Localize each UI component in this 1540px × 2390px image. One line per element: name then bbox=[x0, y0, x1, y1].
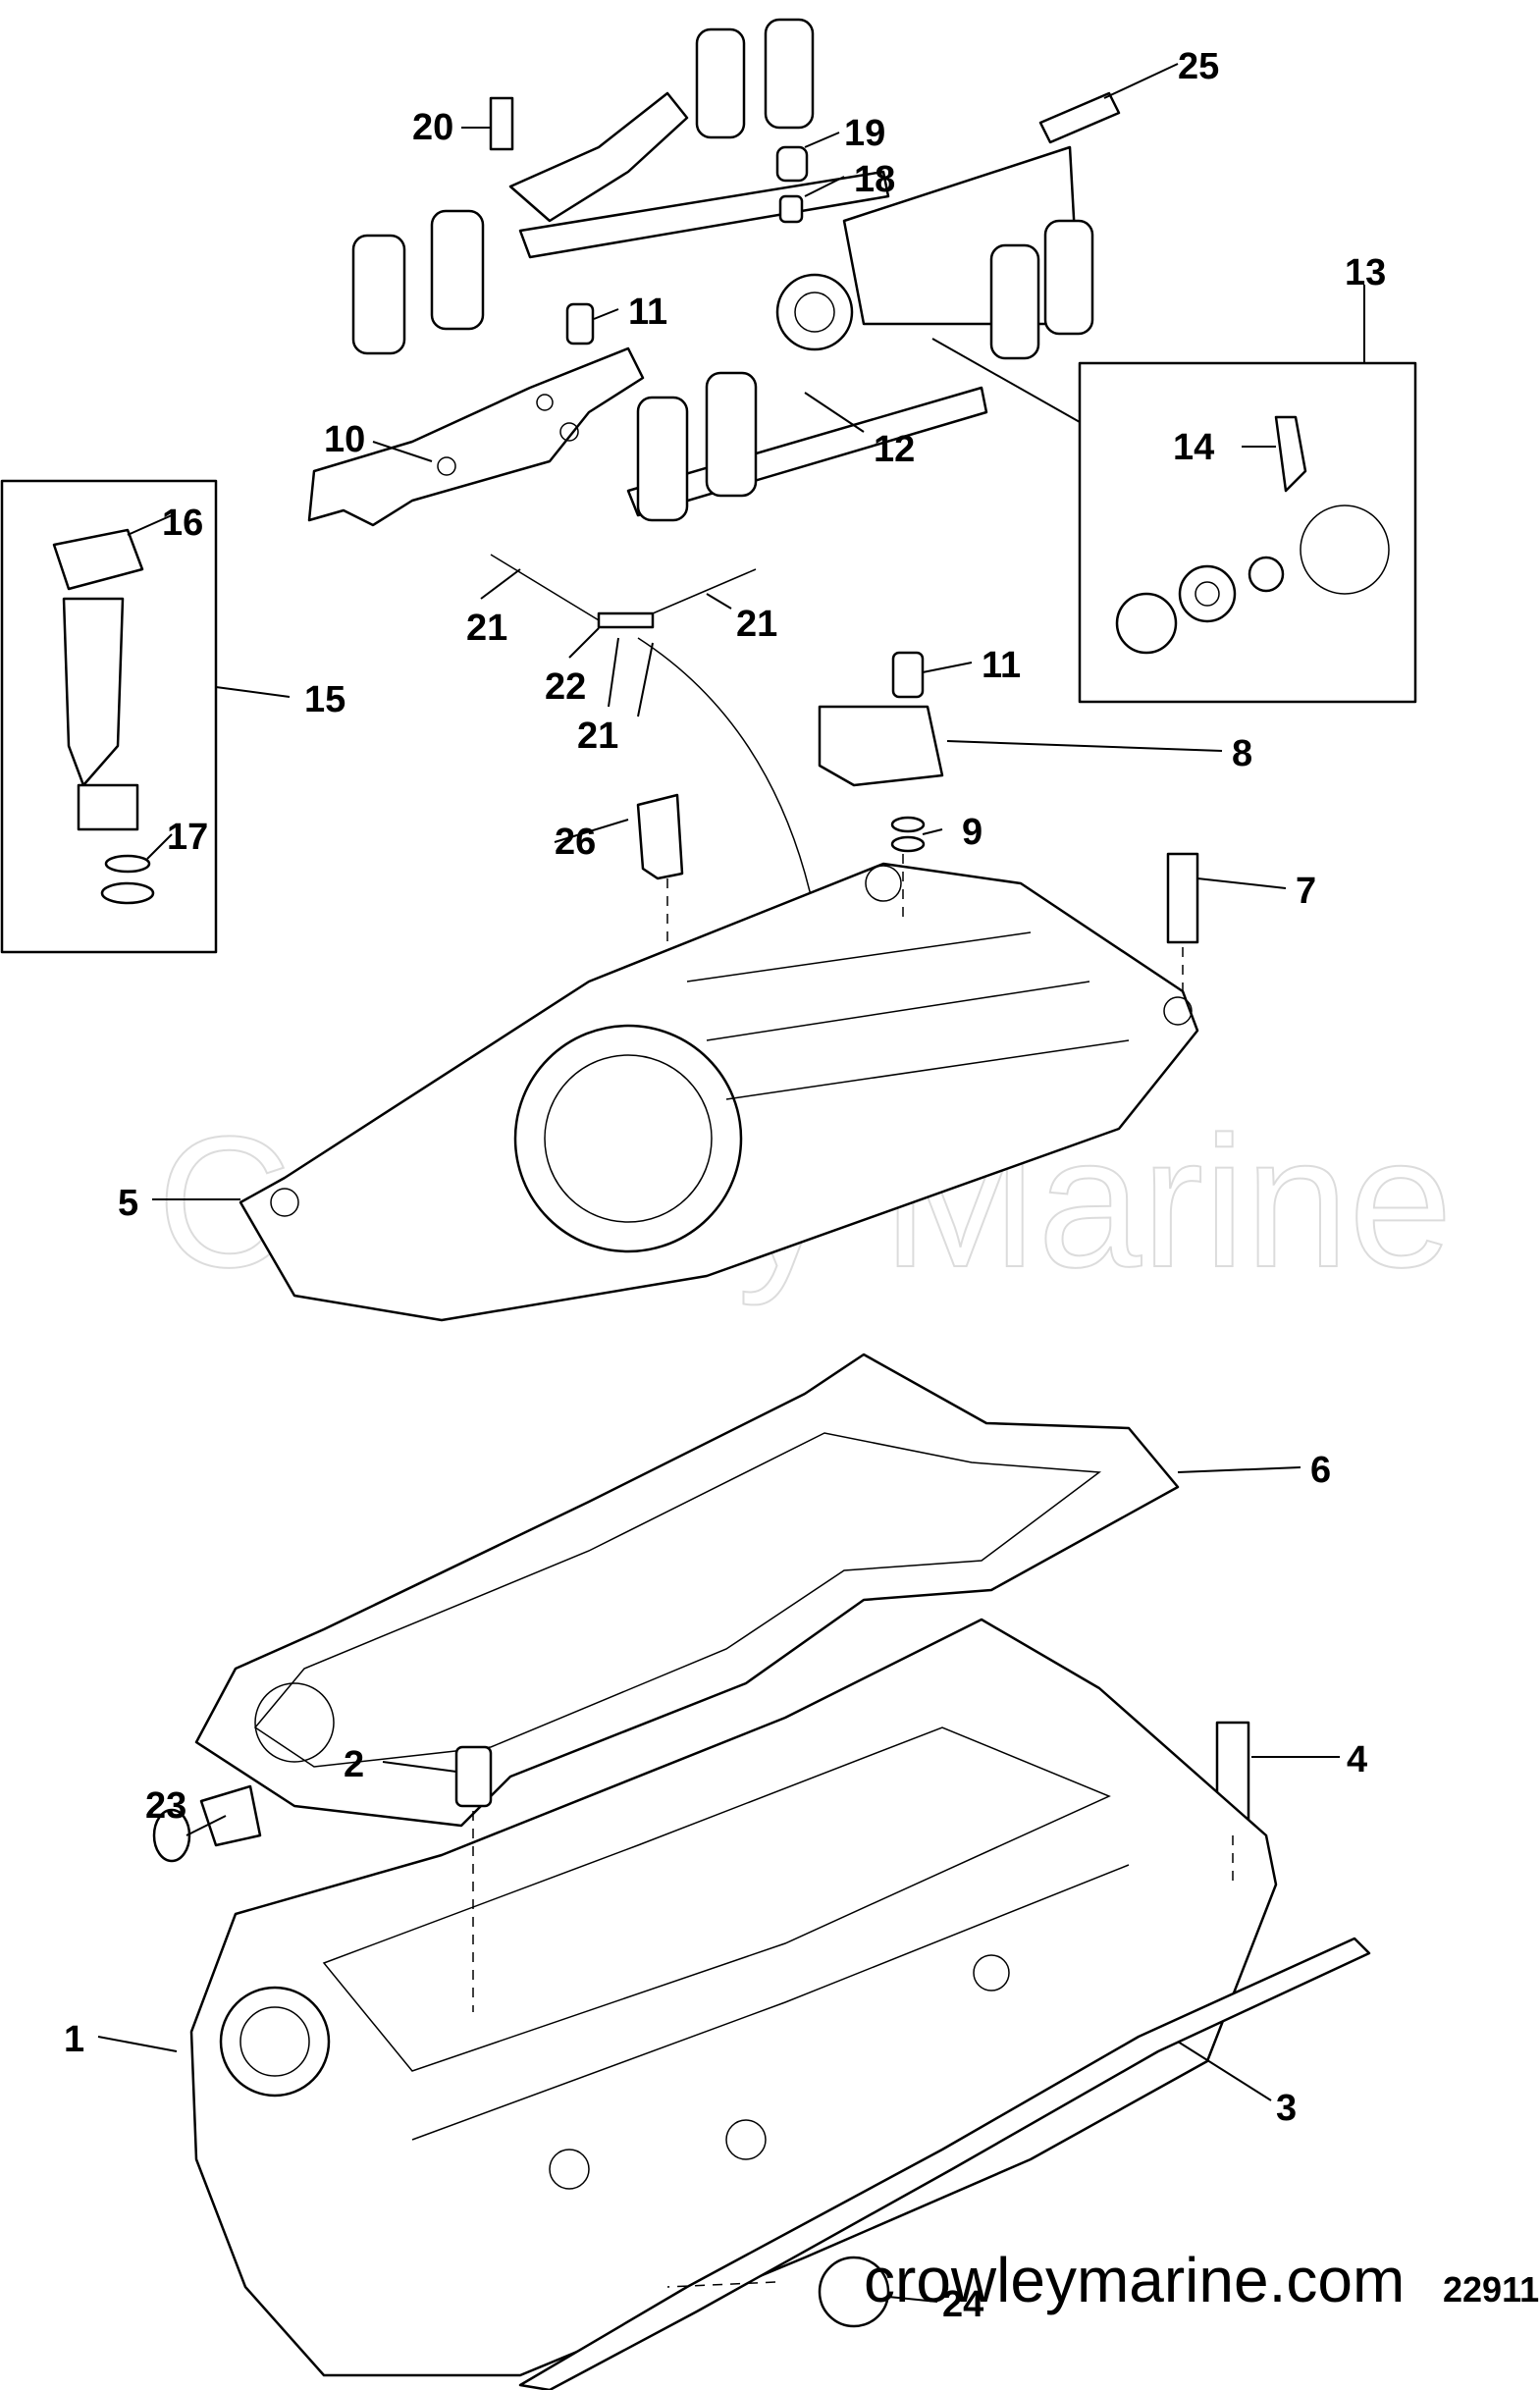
callout-25: 25 bbox=[1178, 46, 1219, 87]
lower-gasket-3[interactable] bbox=[518, 1937, 1371, 2390]
fitting-23[interactable] bbox=[199, 1784, 262, 1847]
callout-3: 3 bbox=[1276, 2088, 1297, 2129]
callout-4: 4 bbox=[1347, 1739, 1367, 1780]
fuel-injector-inset bbox=[0, 479, 218, 954]
fuel-rail-bracket[interactable] bbox=[307, 346, 645, 527]
callout-11-sensor: 11 bbox=[982, 645, 1021, 686]
callout-2: 2 bbox=[344, 1744, 364, 1785]
callout-6: 6 bbox=[1310, 1450, 1331, 1491]
o-ring-9a[interactable] bbox=[890, 816, 926, 833]
callout-8: 8 bbox=[1232, 733, 1252, 774]
leader-lines bbox=[97, 63, 1365, 2303]
callout-21-long: 21 bbox=[577, 716, 618, 757]
cap-19[interactable] bbox=[775, 145, 809, 183]
plug-23[interactable] bbox=[152, 1808, 191, 1863]
fuel-rail-assembly[interactable] bbox=[351, 18, 1094, 522]
vacuum-hose-right[interactable] bbox=[652, 568, 757, 614]
callout-10: 10 bbox=[324, 419, 365, 460]
callout-1: 1 bbox=[64, 2019, 84, 2060]
pressure-regulator-inset bbox=[1078, 361, 1417, 704]
callout-5: 5 bbox=[118, 1183, 138, 1224]
callout-11-top: 11 bbox=[628, 292, 667, 333]
callout-23: 23 bbox=[145, 1785, 186, 1827]
map-sensor-8[interactable] bbox=[818, 705, 944, 787]
lower-intake-manifold[interactable] bbox=[189, 1618, 1278, 2377]
callout-26: 26 bbox=[555, 822, 596, 863]
callout-24: 24 bbox=[942, 2284, 983, 2325]
figure-id: 22911 bbox=[1443, 2269, 1539, 2310]
callout-12: 12 bbox=[874, 429, 915, 470]
vacuum-hose-left[interactable] bbox=[490, 554, 605, 624]
screw-11-sensor[interactable] bbox=[891, 651, 925, 699]
callout-16: 16 bbox=[162, 503, 203, 544]
fitting-26[interactable] bbox=[636, 793, 684, 880]
callout-18: 18 bbox=[854, 159, 895, 200]
callout-17: 17 bbox=[167, 817, 208, 858]
callout-9: 9 bbox=[962, 812, 982, 853]
bolt-7[interactable] bbox=[1166, 852, 1199, 944]
callout-22: 22 bbox=[545, 666, 586, 708]
fitting-25[interactable] bbox=[1038, 91, 1121, 144]
plug-24[interactable] bbox=[818, 2256, 890, 2328]
callout-21-left: 21 bbox=[466, 608, 507, 649]
vacuum-hose-long[interactable] bbox=[637, 637, 816, 914]
callout-14: 14 bbox=[1173, 427, 1214, 468]
callout-7: 7 bbox=[1296, 871, 1316, 912]
callout-21-right: 21 bbox=[736, 604, 777, 645]
stud-20[interactable] bbox=[489, 96, 514, 151]
plug-2[interactable] bbox=[454, 1745, 493, 1808]
callout-15: 15 bbox=[304, 679, 345, 720]
tee-fitting-22[interactable] bbox=[597, 611, 655, 629]
cap-18[interactable] bbox=[778, 194, 804, 224]
callout-19: 19 bbox=[844, 113, 885, 154]
screw-11-top[interactable] bbox=[565, 302, 595, 345]
callout-13: 13 bbox=[1345, 252, 1386, 293]
o-ring-9b[interactable] bbox=[890, 835, 926, 853]
upper-intake-manifold[interactable] bbox=[239, 862, 1199, 1322]
callout-20: 20 bbox=[412, 107, 453, 148]
site-label: crowleymarine.com bbox=[864, 2245, 1405, 2315]
